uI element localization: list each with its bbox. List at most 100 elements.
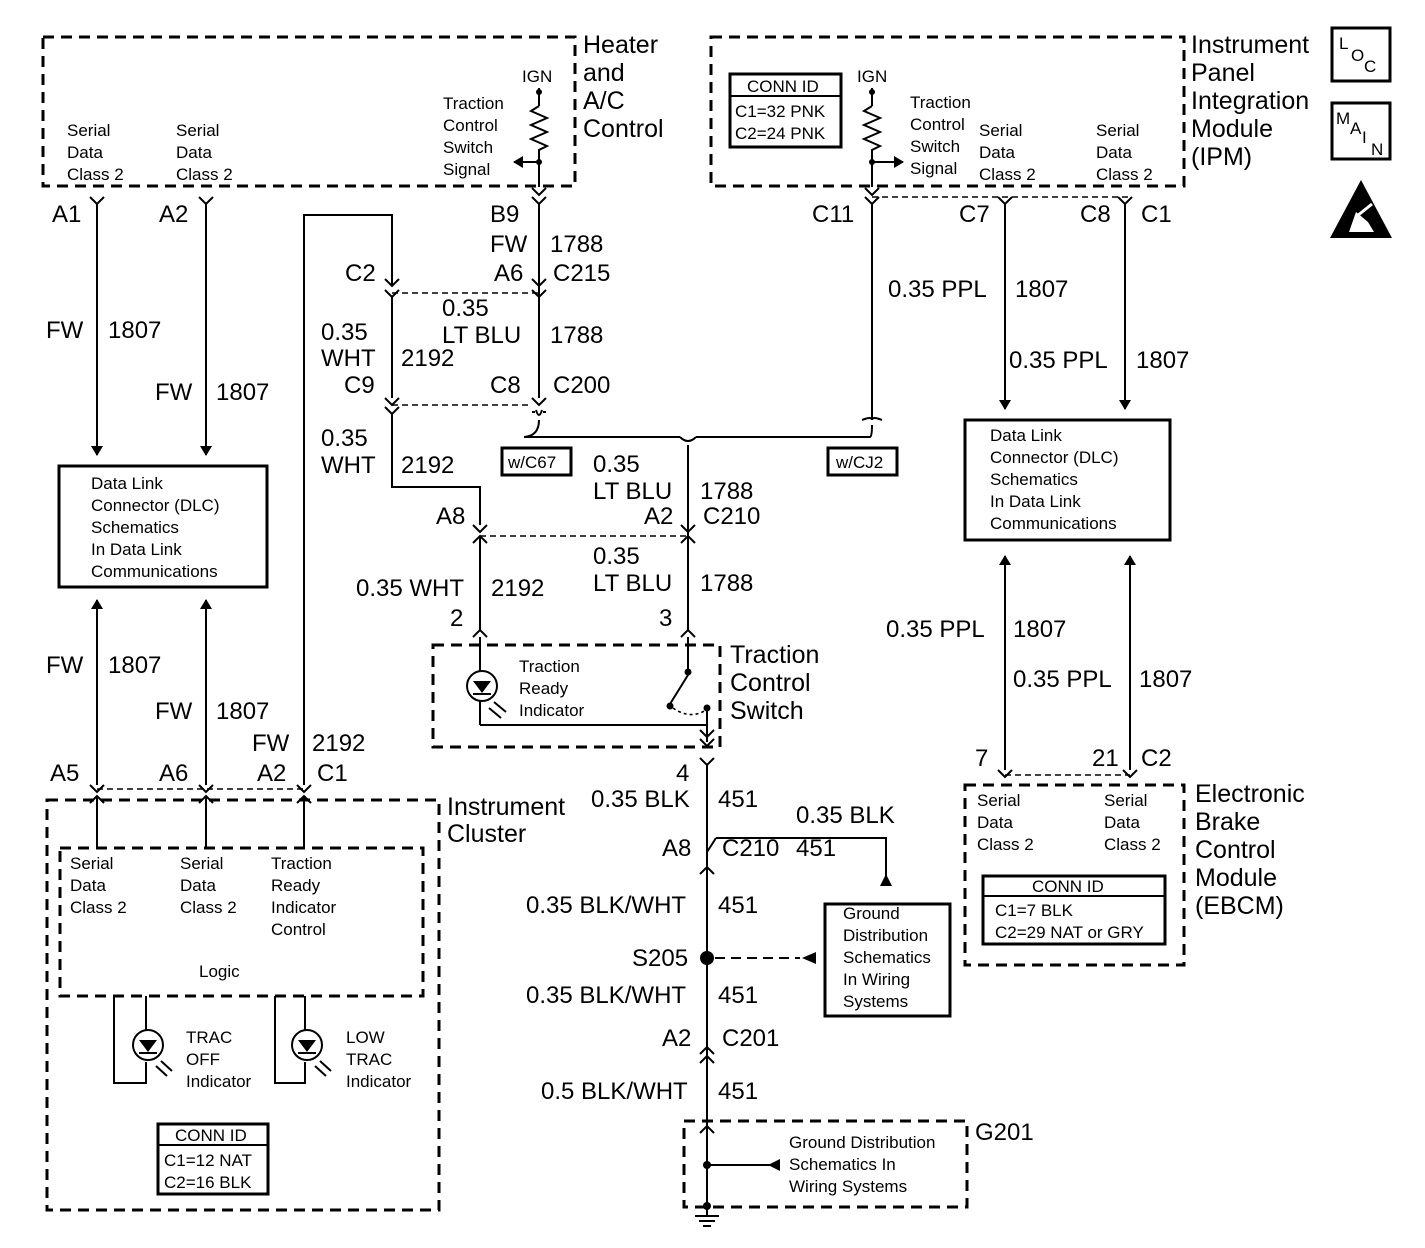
ground-451-circuit: 4 0.35 BLK 451 0.35 BLK 451 A8 C210 0.35… xyxy=(526,757,895,1210)
svg-text:2192: 2192 xyxy=(491,575,544,602)
ipm-title: Instrument Panel Integration Module (IPM… xyxy=(1191,31,1316,171)
svg-text:A8: A8 xyxy=(662,835,691,862)
svg-text:2: 2 xyxy=(450,605,463,632)
svg-text:451: 451 xyxy=(718,786,758,813)
cluster-outer-box xyxy=(45,798,441,1212)
svg-text:I: I xyxy=(1362,128,1367,147)
svg-text:C1: C1 xyxy=(317,760,348,787)
svg-text:Serial Data Class: Serial Data Class 2 xyxy=(70,854,127,917)
svg-text:1807: 1807 xyxy=(216,379,269,406)
ipm-module: Instrument Panel Integration Module (IPM… xyxy=(709,31,1316,228)
svg-text:Serial Data Class: Serial Data Class 2 xyxy=(977,791,1034,854)
left-sdc-wires: FW 1807 FW 1807 FW 1807 FW 1807 xyxy=(46,204,269,785)
svg-text:WHT: WHT xyxy=(321,345,376,372)
svg-text:0.35: 0.35 xyxy=(321,425,368,452)
svg-text:0.35 PPL: 0.35 PPL xyxy=(1013,666,1112,693)
svg-text:1807: 1807 xyxy=(108,652,161,679)
ipm-conn-id-box xyxy=(728,72,843,149)
dlc-right: Data Link Connector (DLC) Schematics In … xyxy=(963,418,1172,542)
svg-text:1788: 1788 xyxy=(700,478,753,505)
svg-text:0.35: 0.35 xyxy=(593,543,640,570)
svg-text:0.35 WHT: 0.35 WHT xyxy=(356,575,464,602)
heater-pin-a1: A1 xyxy=(52,201,81,228)
svg-text:WHT: WHT xyxy=(321,452,376,479)
ipm-pin-c11: C11 xyxy=(812,201,854,228)
esd-warning-icon xyxy=(1330,180,1392,238)
heater-sdc2-label: Serial Data Class 2 xyxy=(176,121,233,184)
c210-connector: 0.35 LT BLU 1788 A8 A2 C210 0.35 LT BLU … xyxy=(356,445,760,638)
svg-text:451: 451 xyxy=(718,892,758,919)
connector-c8 xyxy=(1117,196,1133,206)
svg-text:Data Link Connector (DLC: Data Link Connector (DLC) Schematics In … xyxy=(990,426,1123,533)
trac-off-led-icon xyxy=(113,996,173,1084)
svg-text:C215: C215 xyxy=(553,260,610,287)
svg-text:C8: C8 xyxy=(490,372,521,399)
svg-text:LT BLU: LT BLU xyxy=(593,570,672,597)
ground-icon xyxy=(695,1206,719,1227)
svg-text:N: N xyxy=(1371,140,1383,159)
svg-text:1807: 1807 xyxy=(108,317,161,344)
ipm-sdc2-label: Serial Data Class 2 xyxy=(1096,121,1153,184)
svg-text:A2: A2 xyxy=(662,1025,691,1052)
low-trac-led-icon xyxy=(274,996,332,1084)
svg-text:FW: FW xyxy=(490,231,528,258)
svg-text:C1=7 BLK: C1=7 BLK xyxy=(995,901,1074,920)
tcs-title: Traction Control Switch xyxy=(730,641,826,725)
svg-text:A2: A2 xyxy=(257,760,286,787)
connector-c11-outer xyxy=(864,187,880,197)
connector-c11 xyxy=(864,196,880,206)
svg-text:0.5 BLK/WHT: 0.5 BLK/WHT xyxy=(541,1078,688,1105)
svg-text:C2=16 BLK: C2=16 BLK xyxy=(164,1173,252,1192)
ipm-box xyxy=(709,35,1186,188)
svg-text:LT BLU: LT BLU xyxy=(593,478,672,505)
right-sdc-wires: 0.35 PPL 1807 0.35 PPL 1807 0.35 PPL 180… xyxy=(886,204,1192,770)
cluster-logic-label: Logic xyxy=(199,962,240,981)
svg-text:FW: FW xyxy=(155,698,193,725)
heater-pin-a2: A2 xyxy=(159,201,188,228)
svg-text:C: C xyxy=(1364,57,1376,76)
svg-text:451: 451 xyxy=(796,835,836,862)
svg-text:FW: FW xyxy=(46,317,84,344)
loc-symbol: L O C xyxy=(1330,26,1392,83)
main-symbol: M A I N xyxy=(1330,101,1392,161)
option-splice: w/C67 w/CJ2 xyxy=(500,204,899,477)
ipm-pin-c8: C8 xyxy=(1080,201,1111,228)
heater-title: Heater and A/C Control xyxy=(583,31,665,143)
svg-text:M: M xyxy=(1336,109,1350,128)
ipm-tcs-signal-label: Traction Control Switch Signal xyxy=(910,93,976,178)
connector-a1 xyxy=(89,196,105,206)
ipm-conn-id-c2: C2=24 PNK xyxy=(735,124,826,143)
heater-sdc1-label: Serial Data Class 2 xyxy=(67,121,124,184)
svg-text:LT BLU: LT BLU xyxy=(442,322,521,349)
svg-text:CONN ID: CONN ID xyxy=(175,1126,247,1145)
svg-text:L: L xyxy=(1339,34,1348,53)
instrument-cluster: A5 A6 A2 C1 Instrument Cluster Serial Da… xyxy=(45,760,565,1212)
ipm-pullup-resistor xyxy=(861,88,904,187)
g201-text: Ground Distribution Schematics In Wiring… xyxy=(789,1133,940,1196)
traction-ready-led-icon xyxy=(466,637,507,725)
svg-text:A6: A6 xyxy=(494,260,523,287)
svg-text:LOW TRAC Indicator: LOW TRAC Indicator xyxy=(346,1028,412,1091)
svg-text:3: 3 xyxy=(659,605,672,632)
ebcm-module: 7 21 C2 Electronic Brake Control Module … xyxy=(963,745,1305,967)
svg-text:0.35 PPL: 0.35 PPL xyxy=(888,276,987,303)
ground-distribution-text: Ground Distribution Schematics In Wiring… xyxy=(843,904,936,1011)
svg-text:1807: 1807 xyxy=(1139,666,1192,693)
svg-text:0.35 BLK: 0.35 BLK xyxy=(591,786,690,813)
svg-text:Serial Data Class: Serial Data Class 2 xyxy=(1104,791,1161,854)
svg-text:4: 4 xyxy=(676,760,689,787)
w-c67-label: w/C67 xyxy=(507,453,556,472)
tcs-indicator-label: Traction Ready Indicator xyxy=(519,657,585,720)
heater-ac-control-box xyxy=(41,35,577,188)
svg-text:2192: 2192 xyxy=(401,345,454,372)
w-cj2-box xyxy=(826,446,899,477)
svg-text:A2: A2 xyxy=(644,503,673,530)
svg-text:0.35 BLK/WHT: 0.35 BLK/WHT xyxy=(526,892,686,919)
heater-ac-control: Heater and A/C Control Serial Data Class… xyxy=(41,31,665,228)
svg-text:FW: FW xyxy=(252,730,290,757)
svg-text:1788: 1788 xyxy=(550,231,603,258)
w-c67-box xyxy=(500,446,573,477)
svg-text:Serial Data Class: Serial Data Class 2 xyxy=(180,854,237,917)
dlc-left-text: Data Link Connector (DLC) Schematics In … xyxy=(91,474,224,581)
